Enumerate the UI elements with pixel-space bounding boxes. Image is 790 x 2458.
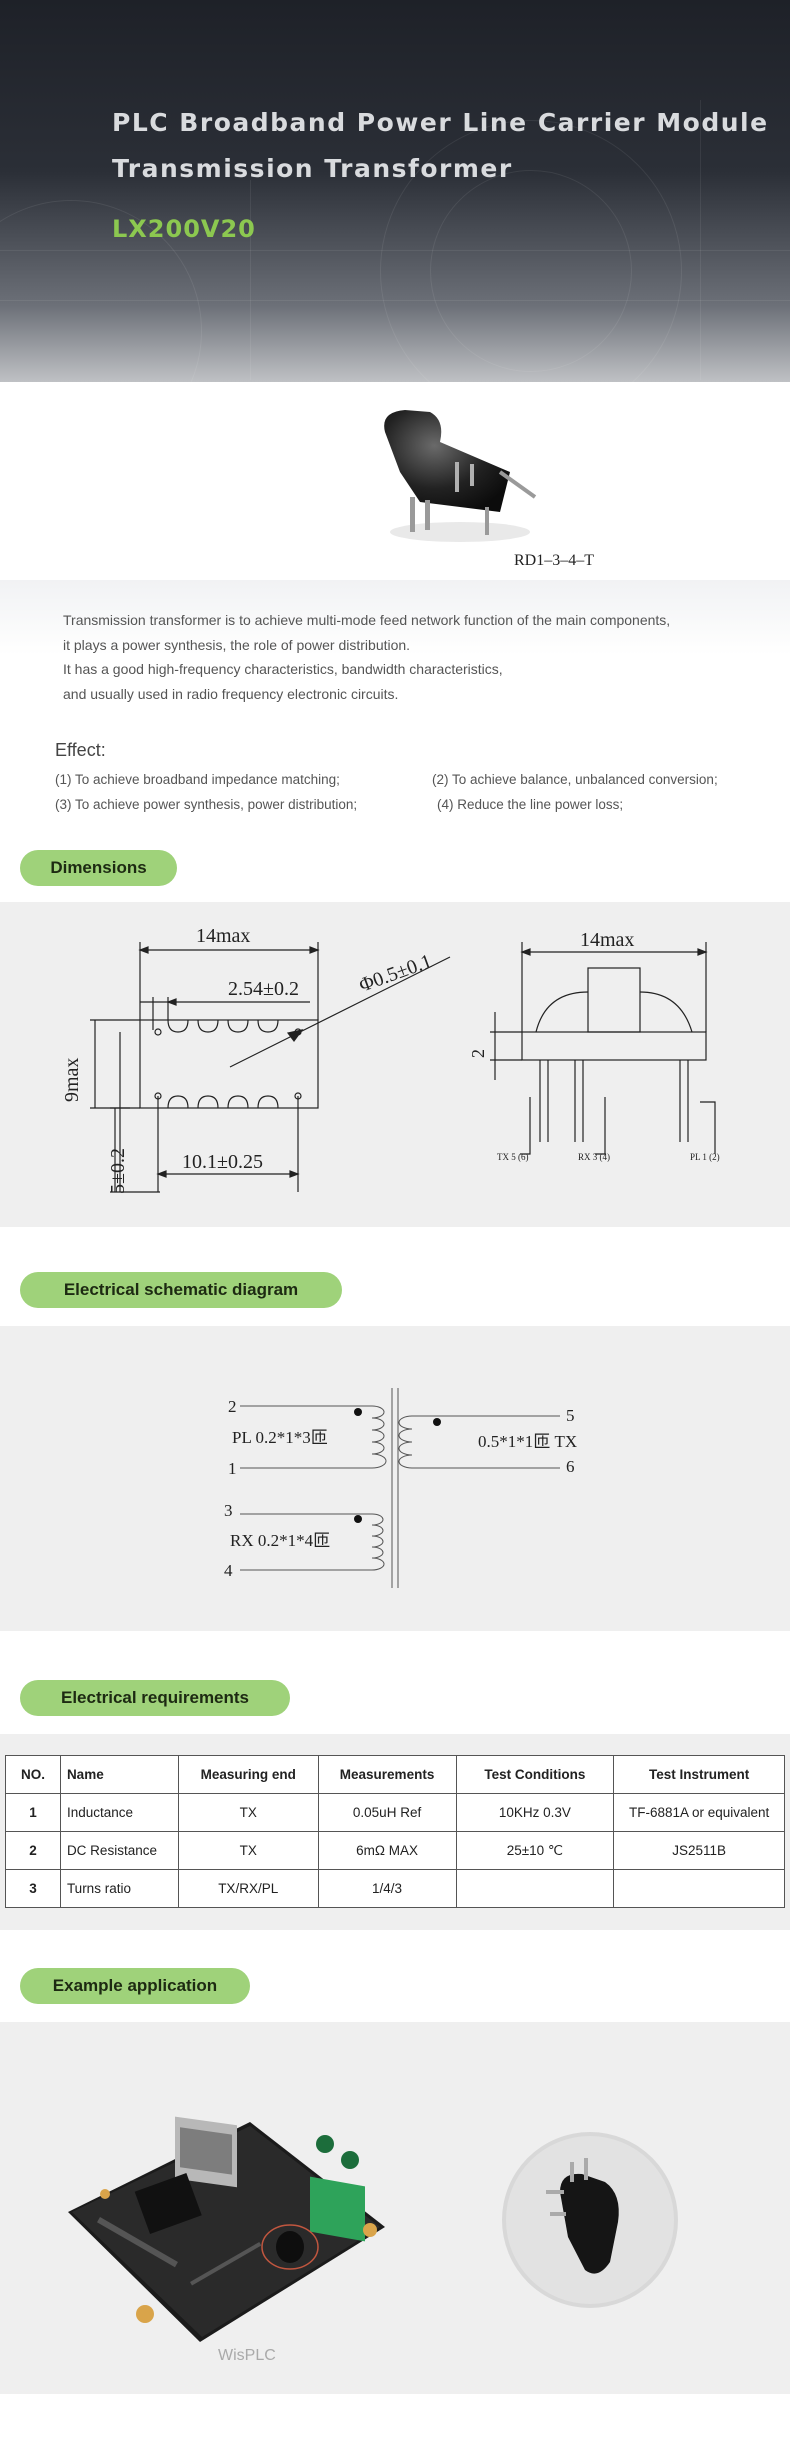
pin-2: 2 (228, 1397, 237, 1416)
table-cell: 10KHz 0.3V (455, 1793, 615, 1832)
table-row: 1 Inductance TX 0.05uH Ref 10KHz 0.3V TF… (5, 1793, 785, 1832)
table-cell: Inductance (59, 1793, 179, 1832)
table-cell (613, 1869, 785, 1908)
schematic-band (0, 1326, 790, 1631)
table-cell: 1/4/3 (317, 1869, 457, 1908)
pin-label-rx: RX 3 (4) (578, 1152, 610, 1162)
pcb-board-image (68, 2116, 385, 2342)
hero-title-line1: PLC Broadband Power Line Carrier Module (112, 108, 769, 137)
dim-span: 10.1±0.25 (182, 1151, 263, 1173)
section-pill-requirements: Electrical requirements (20, 1680, 290, 1716)
table-cell: JS2511B (613, 1831, 785, 1870)
schematic-drawing: 2 PL 0.2*1*3匝 1 3 RX 0.2*1*4匝 4 5 0.5*1*… (224, 1388, 577, 1588)
pin-3: 3 (224, 1501, 233, 1520)
example-images: WisPLC (68, 2116, 678, 2364)
table-row: 2 DC Resistance TX 6mΩ MAX 25±10 ℃ JS251… (5, 1831, 785, 1870)
decor-circle (430, 170, 632, 372)
table-row: 3 Turns ratio TX/RX/PL 1/4/3 (5, 1869, 785, 1908)
table-header: Name (59, 1755, 179, 1794)
hero-title-line2: Transmission Transformer (112, 154, 513, 183)
table-cell: 25±10 ℃ (455, 1831, 615, 1870)
table-header: Test Instrument (613, 1755, 785, 1794)
effect-title: Effect: (55, 740, 106, 760)
effect-item: (2) To achieve balance, unbalanced conve… (432, 772, 718, 787)
table-header: Test Conditions (455, 1755, 615, 1794)
decor-line (0, 300, 790, 301)
decor-line (700, 100, 701, 380)
product-caption: RD1–3–4–T (514, 552, 594, 569)
section-pill-example: Example application (20, 1968, 250, 2004)
table-cell: TX (177, 1831, 319, 1870)
pin-6: 6 (566, 1457, 575, 1476)
pin-1: 1 (228, 1459, 237, 1478)
requirements-table: NO. Name Measuring end Measurements Test… (5, 1755, 785, 1908)
table-cell: TX/RX/PL (177, 1869, 319, 1908)
table-cell: 1 (5, 1793, 61, 1832)
product-image (384, 410, 537, 542)
table-cell: Turns ratio (59, 1869, 179, 1908)
pin-5: 5 (566, 1406, 575, 1425)
model-number: LX200V20 (112, 215, 256, 243)
pin-4: 4 (224, 1561, 233, 1580)
dim-side-height: 2 (468, 1049, 488, 1058)
transformer-closeup-image (502, 2132, 678, 2308)
table-cell: 0.05uH Ref (317, 1793, 457, 1832)
dim-height: 9max (61, 1058, 83, 1102)
description-line: it plays a power synthesis, the role of … (63, 637, 411, 653)
dim-pin-diameter: Φ0.5±0.1 (356, 950, 435, 997)
dimensions-band (0, 902, 790, 1227)
table-header: Measuring end (177, 1755, 319, 1794)
description-line: and usually used in radio frequency elec… (63, 686, 399, 702)
table-cell: TX (177, 1793, 319, 1832)
pin-label-pl: PL 1 (2) (690, 1152, 720, 1162)
dim-top-width: 14max (196, 925, 250, 947)
decor-line (250, 180, 251, 380)
dimensions-drawing: 14max 2.54±0.2 Φ0.5±0.1 9max 5±0.2 10.1±… (61, 925, 720, 1194)
table-header: Measurements (317, 1755, 457, 1794)
description-line: Transmission transformer is to achieve m… (63, 612, 671, 628)
rx-winding-label: RX 0.2*1*4匝 (230, 1531, 330, 1550)
table-cell: TF-6881A or equivalent (613, 1793, 785, 1832)
dim-bottom-height: 5±0.2 (107, 1148, 129, 1194)
table-cell: 6mΩ MAX (317, 1831, 457, 1870)
dim-side-width: 14max (580, 929, 634, 951)
effect-item: (3) To achieve power synthesis, power di… (55, 797, 358, 812)
table-cell: DC Resistance (59, 1831, 179, 1870)
pin-label-tx: TX 5 (6) (497, 1152, 529, 1162)
table-cell (455, 1869, 615, 1908)
decor-line (0, 250, 790, 251)
table-header: NO. (5, 1755, 61, 1794)
pl-winding-label: PL 0.2*1*3匝 (232, 1428, 328, 1447)
product-section (0, 382, 790, 580)
description-band (0, 580, 790, 705)
dim-pitch: 2.54±0.2 (228, 978, 299, 1000)
effect-item: (4) Reduce the line power loss; (437, 797, 624, 812)
table-header-row: NO. Name Measuring end Measurements Test… (5, 1755, 785, 1794)
description-line: It has a good high-frequency characteris… (63, 661, 503, 677)
section-pill-dimensions: Dimensions (20, 850, 177, 886)
section-pill-schematic: Electrical schematic diagram (20, 1272, 342, 1308)
hero-banner: PLC Broadband Power Line Carrier Module … (0, 0, 790, 382)
effect-item: (1) To achieve broadband impedance match… (55, 772, 340, 787)
table-cell: 3 (5, 1869, 61, 1908)
tx-winding-label: 0.5*1*1匝 TX (478, 1432, 577, 1451)
table-cell: 2 (5, 1831, 61, 1870)
board-label: WisPLC (218, 2347, 276, 2364)
